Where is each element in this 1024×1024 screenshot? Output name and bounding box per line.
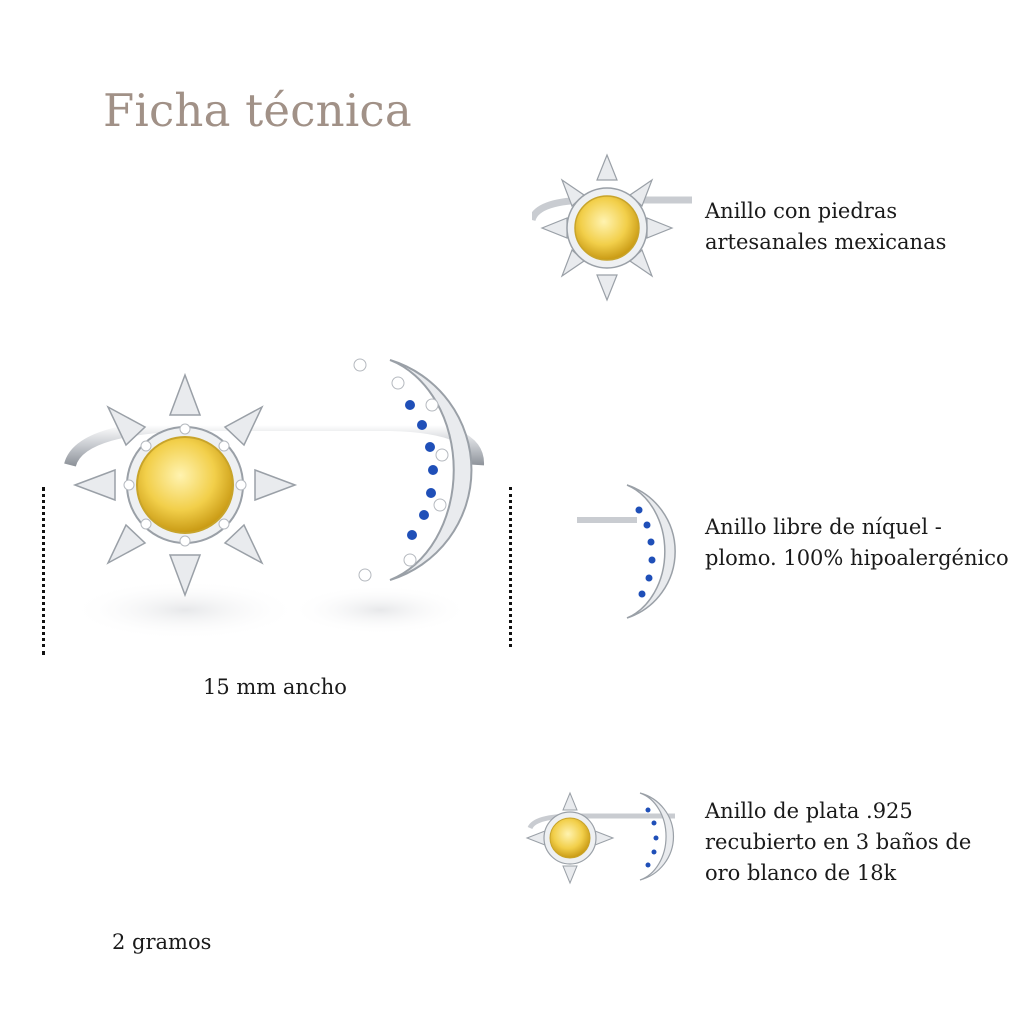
weight-label: 2 gramos [112, 930, 212, 954]
main-ring-image [60, 345, 500, 645]
page-title: Ficha técnica [103, 84, 412, 137]
sun-ring-icon [72, 372, 298, 598]
thumbnail-full-ring [525, 788, 685, 913]
thumbnail-sun-ring [532, 150, 692, 305]
feature-silver-925: Anillo de plata .925 recubierto en 3 bañ… [705, 799, 972, 885]
width-label: 15 mm ancho [203, 675, 347, 699]
width-marker-left [42, 487, 45, 655]
feature-hypoallergenic: Anillo libre de níquel - plomo. 100% hip… [705, 515, 1009, 570]
moon-ring-icon [353, 358, 473, 582]
feature-stones: Anillo con piedras artesanales mexicanas [705, 199, 947, 254]
thumbnail-moon-ring [577, 480, 677, 625]
width-marker-right [509, 487, 512, 647]
